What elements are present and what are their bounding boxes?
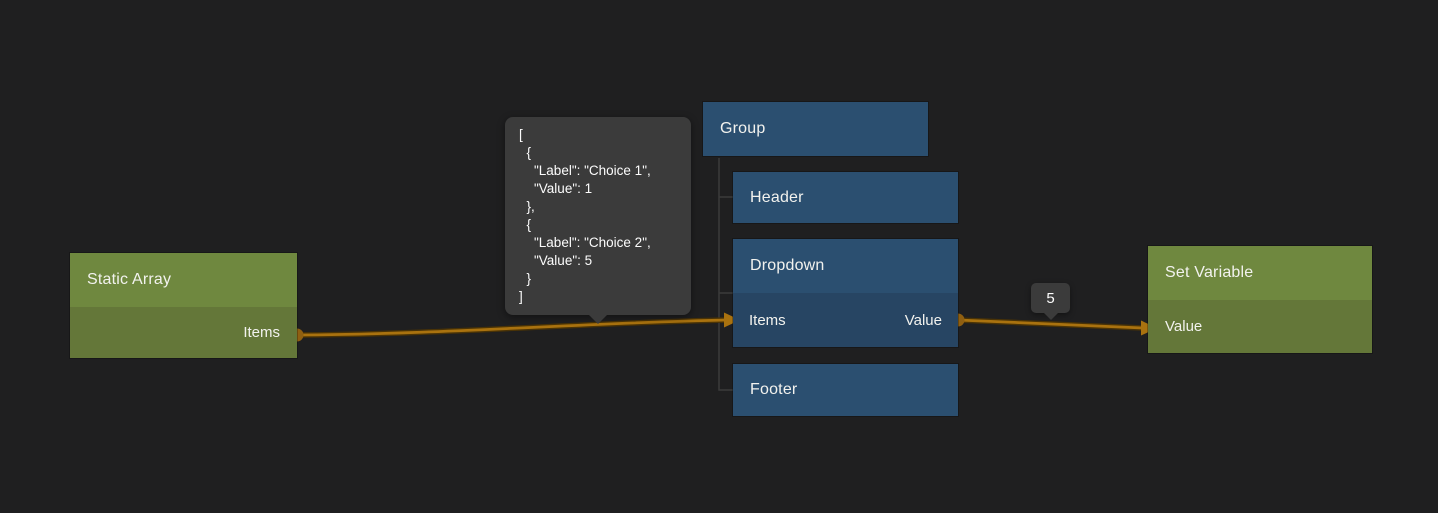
footer-node-title: Footer <box>750 381 798 398</box>
dropdown-value-output-label: Value <box>904 311 942 329</box>
group-tree-connector <box>718 158 733 391</box>
group-node[interactable]: Group <box>703 102 928 156</box>
set-variable-node-header: Set Variable <box>1148 246 1372 300</box>
footer-node-header: Footer <box>733 364 958 416</box>
dropdown-node-body: Items Value <box>733 293 958 347</box>
set-variable-node-body: Value <box>1148 300 1372 353</box>
dropdown-items-input-label: Items <box>749 311 786 329</box>
tooltip-pointer-icon <box>589 315 607 324</box>
dropdown-node[interactable]: Dropdown Items Value <box>733 239 958 347</box>
wire-arrowhead-icon <box>724 312 740 328</box>
header-node-title: Header <box>750 188 804 206</box>
static-array-node-header: Static Array <box>70 253 297 307</box>
group-node-header: Group <box>703 102 928 156</box>
footer-node[interactable]: Footer <box>733 364 958 416</box>
set-variable-node[interactable]: Set Variable Value <box>1148 246 1372 353</box>
dropdown-node-title: Dropdown <box>750 257 825 274</box>
set-variable-value-input-label: Value <box>1165 318 1203 335</box>
header-node-header: Header <box>733 172 958 223</box>
static-array-node-title: Static Array <box>87 271 172 288</box>
wire-value-to-set-variable[interactable] <box>955 317 1157 336</box>
group-node-title: Group <box>720 120 766 137</box>
set-variable-node-title: Set Variable <box>1165 264 1254 281</box>
tooltip-pointer-icon <box>1043 313 1058 320</box>
wire-items-to-dropdown[interactable] <box>294 312 740 338</box>
value-wire-value-text: 5 <box>1046 289 1055 307</box>
value-wire-value-tooltip: 5 <box>1031 283 1070 320</box>
items-wire-value-tooltip: [ { "Label": "Choice 1", "Value": 1 }, {… <box>505 117 691 324</box>
static-array-node-body: Items <box>70 307 297 358</box>
header-node[interactable]: Header <box>733 172 958 223</box>
static-array-items-output-label: Items <box>243 324 280 341</box>
static-array-node[interactable]: Static Array Items <box>70 253 297 358</box>
dropdown-node-header: Dropdown <box>733 239 958 293</box>
items-wire-value-json: [ { "Label": "Choice 1", "Value": 1 }, {… <box>519 127 651 304</box>
